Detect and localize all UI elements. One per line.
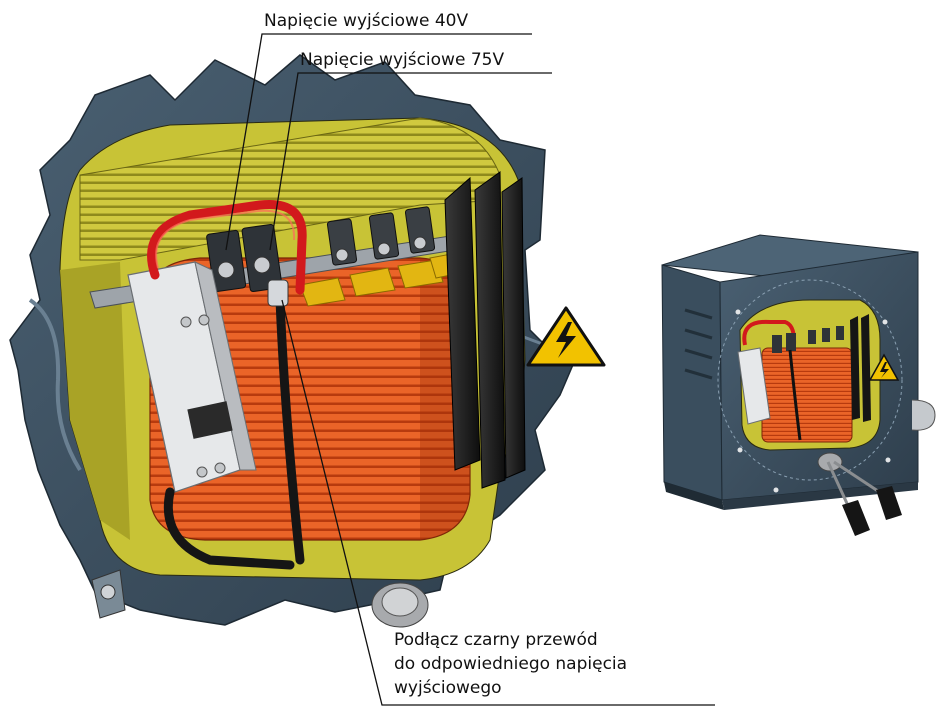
small-winding <box>761 347 853 443</box>
label-connect-line-2: do odpowiedniego napięcia <box>394 654 628 674</box>
ring-terminal <box>267 279 289 307</box>
circuit-breaker <box>127 261 257 493</box>
box-handle <box>911 399 936 431</box>
small-cable <box>826 461 852 511</box>
leader-lines <box>225 33 715 706</box>
black-wire <box>275 295 305 565</box>
label-connect-line-3: wyjściowego <box>394 678 502 698</box>
leader-40v <box>225 33 532 251</box>
cutaway-outline <box>717 279 903 481</box>
core-side <box>60 262 130 540</box>
box-screws <box>735 309 891 493</box>
leader-black-wire <box>281 299 715 706</box>
box-vents <box>684 308 713 380</box>
leader-75v <box>269 72 552 251</box>
label-connect-line-1: Podłącz czarny przewód <box>394 630 598 650</box>
box-foot <box>664 482 724 510</box>
small-black-wire <box>788 349 802 441</box>
small-cable-gland <box>817 452 843 472</box>
heatsink <box>444 171 526 489</box>
high-voltage-warning-icon <box>526 306 606 367</box>
banana-plugs <box>842 486 902 536</box>
small-heatsink <box>850 314 871 422</box>
small-cable <box>833 460 885 497</box>
small-terminals <box>772 326 844 353</box>
box-side <box>661 264 723 501</box>
small-warning-icon <box>868 353 900 381</box>
red-wire-highlight <box>155 209 296 269</box>
red-wire <box>147 199 307 295</box>
cable-gland <box>371 582 429 628</box>
label-output-40v: Napięcie wyjściowe 40V <box>264 11 469 31</box>
core-laminations <box>79 117 501 261</box>
housing-rib <box>28 298 82 472</box>
small-overview-view <box>661 234 936 536</box>
label-connect-black-wire: Podłącz czarny przewód do odpowiedniego … <box>394 628 627 700</box>
mounting-foot <box>91 569 126 619</box>
small-breaker <box>737 347 771 425</box>
black-wire <box>163 487 295 570</box>
box-base <box>722 482 918 510</box>
large-cutaway-view <box>9 54 606 628</box>
label-output-75v: Napięcie wyjściowe 75V <box>300 50 505 70</box>
